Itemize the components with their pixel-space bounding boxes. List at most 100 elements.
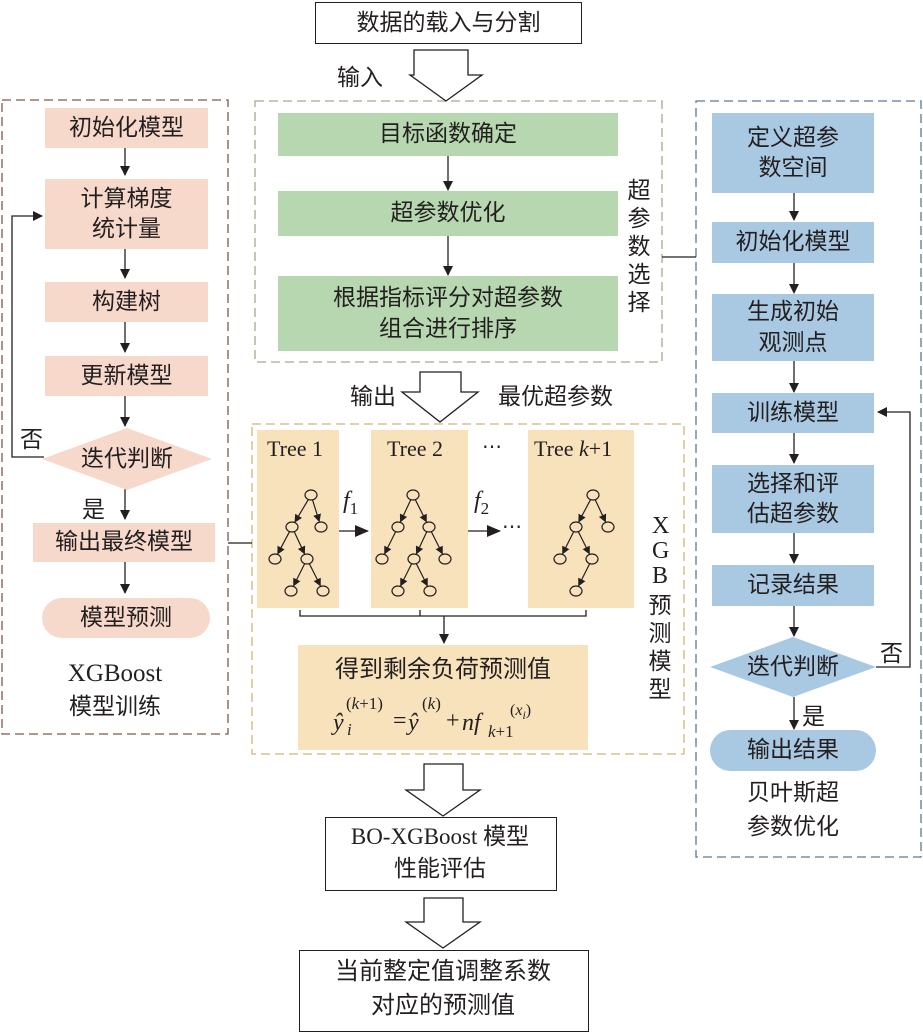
step-label: 初始化模型 xyxy=(735,229,851,256)
output-block-arrow xyxy=(400,371,480,423)
tree-node xyxy=(406,489,420,501)
right-decision-diamond xyxy=(710,637,876,697)
input-label: 输入 xyxy=(337,65,383,91)
final-prediction-line1: 当前整定值调整系数 xyxy=(335,957,551,986)
xgboost-training-panel-border xyxy=(1,99,229,735)
left-output-final-model: 输出最终模型 xyxy=(33,523,215,562)
left-decision-diamond xyxy=(42,428,212,490)
tree-edge xyxy=(577,531,590,555)
tree-edge xyxy=(578,563,591,587)
tree-2-panel xyxy=(371,430,468,608)
right-step-select-evaluate: 选择和评 估超参数 xyxy=(712,465,874,533)
tree-k1-icon xyxy=(553,489,615,597)
tree-node xyxy=(423,585,437,597)
tree-node xyxy=(601,521,615,533)
left-step-update-model: 更新模型 xyxy=(45,356,208,396)
tree-edge xyxy=(414,499,427,523)
tree-edge xyxy=(293,531,306,555)
step-label: 定义超参 数空间 xyxy=(747,124,839,181)
left-caption-line1: XGBoost xyxy=(67,659,163,687)
output-label: 输出 xyxy=(350,384,396,410)
left-step-gradient-stats: 计算梯度 统计量 xyxy=(45,179,208,249)
tree-node xyxy=(422,521,436,533)
tree-1-icon xyxy=(268,489,330,597)
f2-ellipsis: ⋯ xyxy=(502,514,522,538)
step-label: 训练模型 xyxy=(747,399,839,426)
tree-edge xyxy=(562,531,575,555)
tree-node xyxy=(300,553,314,565)
tree-node xyxy=(268,553,282,565)
hyper-step-objective: 目标函数确定 xyxy=(278,113,618,156)
tree-node xyxy=(407,553,421,565)
right-step-train-model: 训练模型 xyxy=(712,393,874,433)
data-loading-label: 数据的载入与分割 xyxy=(356,9,541,36)
hyper-side-label: 超参数选择 xyxy=(627,178,651,317)
tree-node xyxy=(586,489,600,501)
tree-1-title: Tree 1 xyxy=(267,436,324,461)
tree-edge xyxy=(384,531,397,555)
step-label: 计算梯度 统计量 xyxy=(80,185,173,242)
tree-edge xyxy=(294,498,309,523)
final-prediction-box xyxy=(299,950,589,1032)
tree-node xyxy=(391,521,405,533)
prediction-result-box xyxy=(298,645,588,750)
tree-node xyxy=(375,553,389,565)
best-hyperparams-label: 最优超参数 xyxy=(498,384,613,410)
left-step-build-tree: 构建树 xyxy=(45,282,208,322)
right-no-label: 否 xyxy=(880,641,903,667)
eval-block-arrow xyxy=(403,763,483,817)
left-loop-no-arrow xyxy=(11,211,44,458)
tree-node xyxy=(304,489,318,501)
left-no-label: 否 xyxy=(20,427,43,453)
tree-merge-bracket xyxy=(299,610,587,617)
tree-k1-title: Tree k+1 xyxy=(534,436,613,461)
f2-label: f2 xyxy=(474,488,490,518)
tree-edge xyxy=(311,499,321,523)
hyper-step-optimize: 超参数优化 xyxy=(278,191,618,236)
tree-node xyxy=(438,553,452,565)
tree-edge xyxy=(430,531,443,555)
xgb-side-label-cn: 预测模型 xyxy=(648,593,672,704)
right-caption-line1: 贝叶斯超 xyxy=(747,779,839,806)
step-label: 生成初始 观测点 xyxy=(747,299,839,356)
right-step-define-space: 定义超参 数空间 xyxy=(712,113,874,193)
tree-edge xyxy=(578,499,592,523)
tree-edge xyxy=(415,531,428,555)
right-caption-line2: 参数优化 xyxy=(747,813,839,840)
xgb-prediction-panel-border xyxy=(251,423,685,755)
model-evaluation-box xyxy=(325,817,557,891)
left-decision-label: 迭代判断 xyxy=(81,445,173,472)
left-caption-line2: 模型训练 xyxy=(69,693,161,720)
tree-node xyxy=(391,585,405,597)
step-label: 输出最终模型 xyxy=(55,529,193,556)
step-label: 目标函数确定 xyxy=(379,121,517,148)
right-yes-label: 是 xyxy=(802,704,825,730)
right-decision-label: 迭代判断 xyxy=(747,653,839,680)
step-label: 超参数优化 xyxy=(390,200,506,227)
bayesian-panel-border xyxy=(695,100,922,858)
step-label: 输出结果 xyxy=(747,737,839,764)
tree-node xyxy=(285,521,299,533)
tree-node xyxy=(569,585,583,597)
final-block-arrow xyxy=(403,897,483,949)
tree-edge xyxy=(400,563,413,587)
left-terminal-model-predict: 模型预测 xyxy=(42,598,210,638)
data-loading-box: 数据的载入与分割 xyxy=(315,2,582,44)
tree-node xyxy=(585,553,599,565)
tree-edge xyxy=(594,499,607,523)
tree-edge xyxy=(399,499,412,523)
xgb-side-label-latin: XGB xyxy=(652,513,670,590)
right-loop-no-arrow xyxy=(876,407,911,668)
hyper-step-rank: 根据指标评分对超参数 组合进行排序 xyxy=(278,276,618,351)
model-evaluation-line1: BO-XGBoost 模型 xyxy=(350,823,530,849)
tree-node xyxy=(314,521,328,533)
model-evaluation-line2: 性能评估 xyxy=(394,855,486,882)
step-label: 根据指标评分对超参数 组合进行排序 xyxy=(333,285,563,342)
f1-label: f1 xyxy=(343,488,359,518)
step-label: 模型预测 xyxy=(80,604,172,631)
right-step-record: 记录结果 xyxy=(712,565,874,606)
left-yes-label: 是 xyxy=(82,497,105,523)
tree-edge xyxy=(415,563,428,587)
left-step-init-model: 初始化模型 xyxy=(45,108,208,148)
